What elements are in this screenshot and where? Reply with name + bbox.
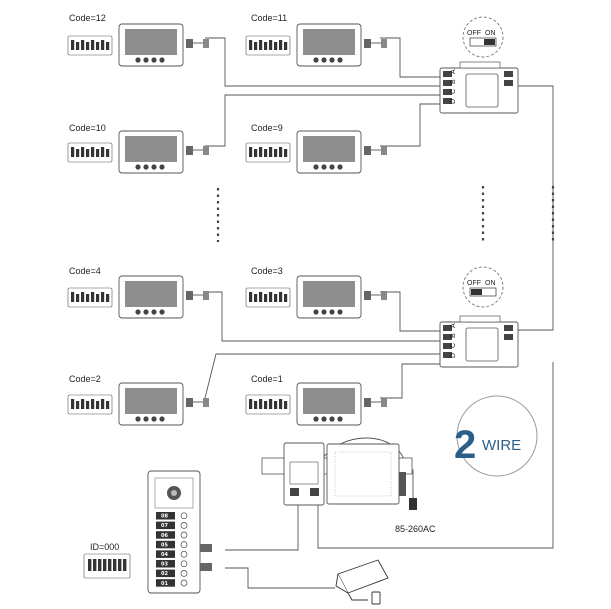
wire-door-bus xyxy=(225,498,299,551)
monitor-code10: Code=10 xyxy=(67,123,210,174)
continuation-dots xyxy=(216,186,555,244)
switch-on-label: ON xyxy=(485,280,496,287)
door-call-button-label: 07 xyxy=(161,523,168,529)
wire-code10 xyxy=(205,94,440,147)
wire-code2 xyxy=(204,353,440,399)
monitor-code11: Code=11 xyxy=(245,13,388,67)
wire-distributor-chain-top xyxy=(518,85,554,331)
monitor-code4: Code=4 xyxy=(67,266,210,319)
switch-off-label: OFF xyxy=(467,30,481,37)
door-call-button-label: 05 xyxy=(161,542,168,548)
door-call-button[interactable]: 01 xyxy=(156,579,188,587)
monitor-code12: Code=12 xyxy=(67,13,210,67)
termination-switch-top: OFF ON xyxy=(462,16,504,58)
wiring xyxy=(204,37,554,589)
monitor-code3: Code=3 xyxy=(245,266,388,319)
door-call-button[interactable]: 05 xyxy=(156,540,188,549)
terminal-label-b: B xyxy=(450,79,457,84)
door-call-button[interactable]: 02 xyxy=(156,569,188,578)
wire-code1 xyxy=(380,363,440,399)
monitor-code-label: Code=4 xyxy=(69,266,101,276)
monitor-code-label: Code=9 xyxy=(251,123,283,133)
monitor-code-label: Code=12 xyxy=(69,13,106,23)
switch-knob xyxy=(471,289,482,295)
door-call-button[interactable]: 06 xyxy=(156,531,188,539)
terminal-label-a: A xyxy=(450,69,457,74)
logo-word: WIRE xyxy=(482,437,521,454)
monitor-code2: Code=2 xyxy=(67,374,210,426)
wire-code9 xyxy=(380,103,440,147)
power-input-label: 85-260AC xyxy=(395,524,436,534)
wire-bus-return xyxy=(317,362,554,549)
monitor-code9: Code=9 xyxy=(245,123,388,174)
monitor-code1: Code=1 xyxy=(245,374,388,426)
termination-switch-bottom: OFF ON xyxy=(462,266,504,308)
wire-code11 xyxy=(380,37,440,78)
door-call-button-label: 02 xyxy=(161,571,168,577)
monitor-code-label: Code=2 xyxy=(69,374,101,384)
wire-door-camera xyxy=(225,567,335,589)
door-call-button-label: 01 xyxy=(161,581,168,587)
monitor-code-label: Code=3 xyxy=(251,266,283,276)
door-call-button[interactable]: 08 xyxy=(156,512,188,520)
logo-numeral: 2 xyxy=(454,423,476,467)
door-call-button-label: 04 xyxy=(161,552,168,558)
terminal-label-d: D xyxy=(450,99,457,104)
cctv-camera-icon xyxy=(335,559,389,605)
terminal-label-d: D xyxy=(450,353,457,358)
terminal-label-c: C xyxy=(450,343,457,348)
wire-mains xyxy=(405,469,414,500)
wire-code3 xyxy=(380,291,440,332)
2wire-logo: 2 WIRE xyxy=(454,395,538,477)
door-button-list: 08 07 06 05 04 03 02 01 xyxy=(156,512,188,587)
distributor-top: A B C D xyxy=(439,61,519,114)
switch-on-label: ON xyxy=(485,30,496,37)
power-supply: 85-260AC xyxy=(261,442,436,534)
terminal-label-c: C xyxy=(450,89,457,94)
wire-code12 xyxy=(205,37,440,87)
terminal-label-b: B xyxy=(450,333,457,338)
door-station: 08 07 06 05 04 03 02 01 xyxy=(147,470,212,594)
distributor-bottom: A B C D xyxy=(439,315,519,368)
door-call-button[interactable]: 07 xyxy=(156,521,188,530)
switch-knob xyxy=(484,39,495,45)
door-call-button[interactable]: 03 xyxy=(156,560,188,568)
door-call-button-label: 08 xyxy=(161,514,168,520)
door-id-switch: ID=000 xyxy=(83,542,131,579)
door-call-button[interactable]: 04 xyxy=(156,550,188,558)
monitor-code-label: Code=10 xyxy=(69,123,106,133)
monitor-code-label: Code=11 xyxy=(251,13,287,23)
door-id-label: ID=000 xyxy=(90,542,119,552)
door-call-button-label: 06 xyxy=(161,533,168,539)
wire-code4 xyxy=(205,291,440,342)
switch-off-label: OFF xyxy=(467,280,481,287)
monitor-code-label: Code=1 xyxy=(251,374,283,384)
terminal-label-a: A xyxy=(450,323,457,328)
door-call-button-label: 03 xyxy=(161,562,168,568)
